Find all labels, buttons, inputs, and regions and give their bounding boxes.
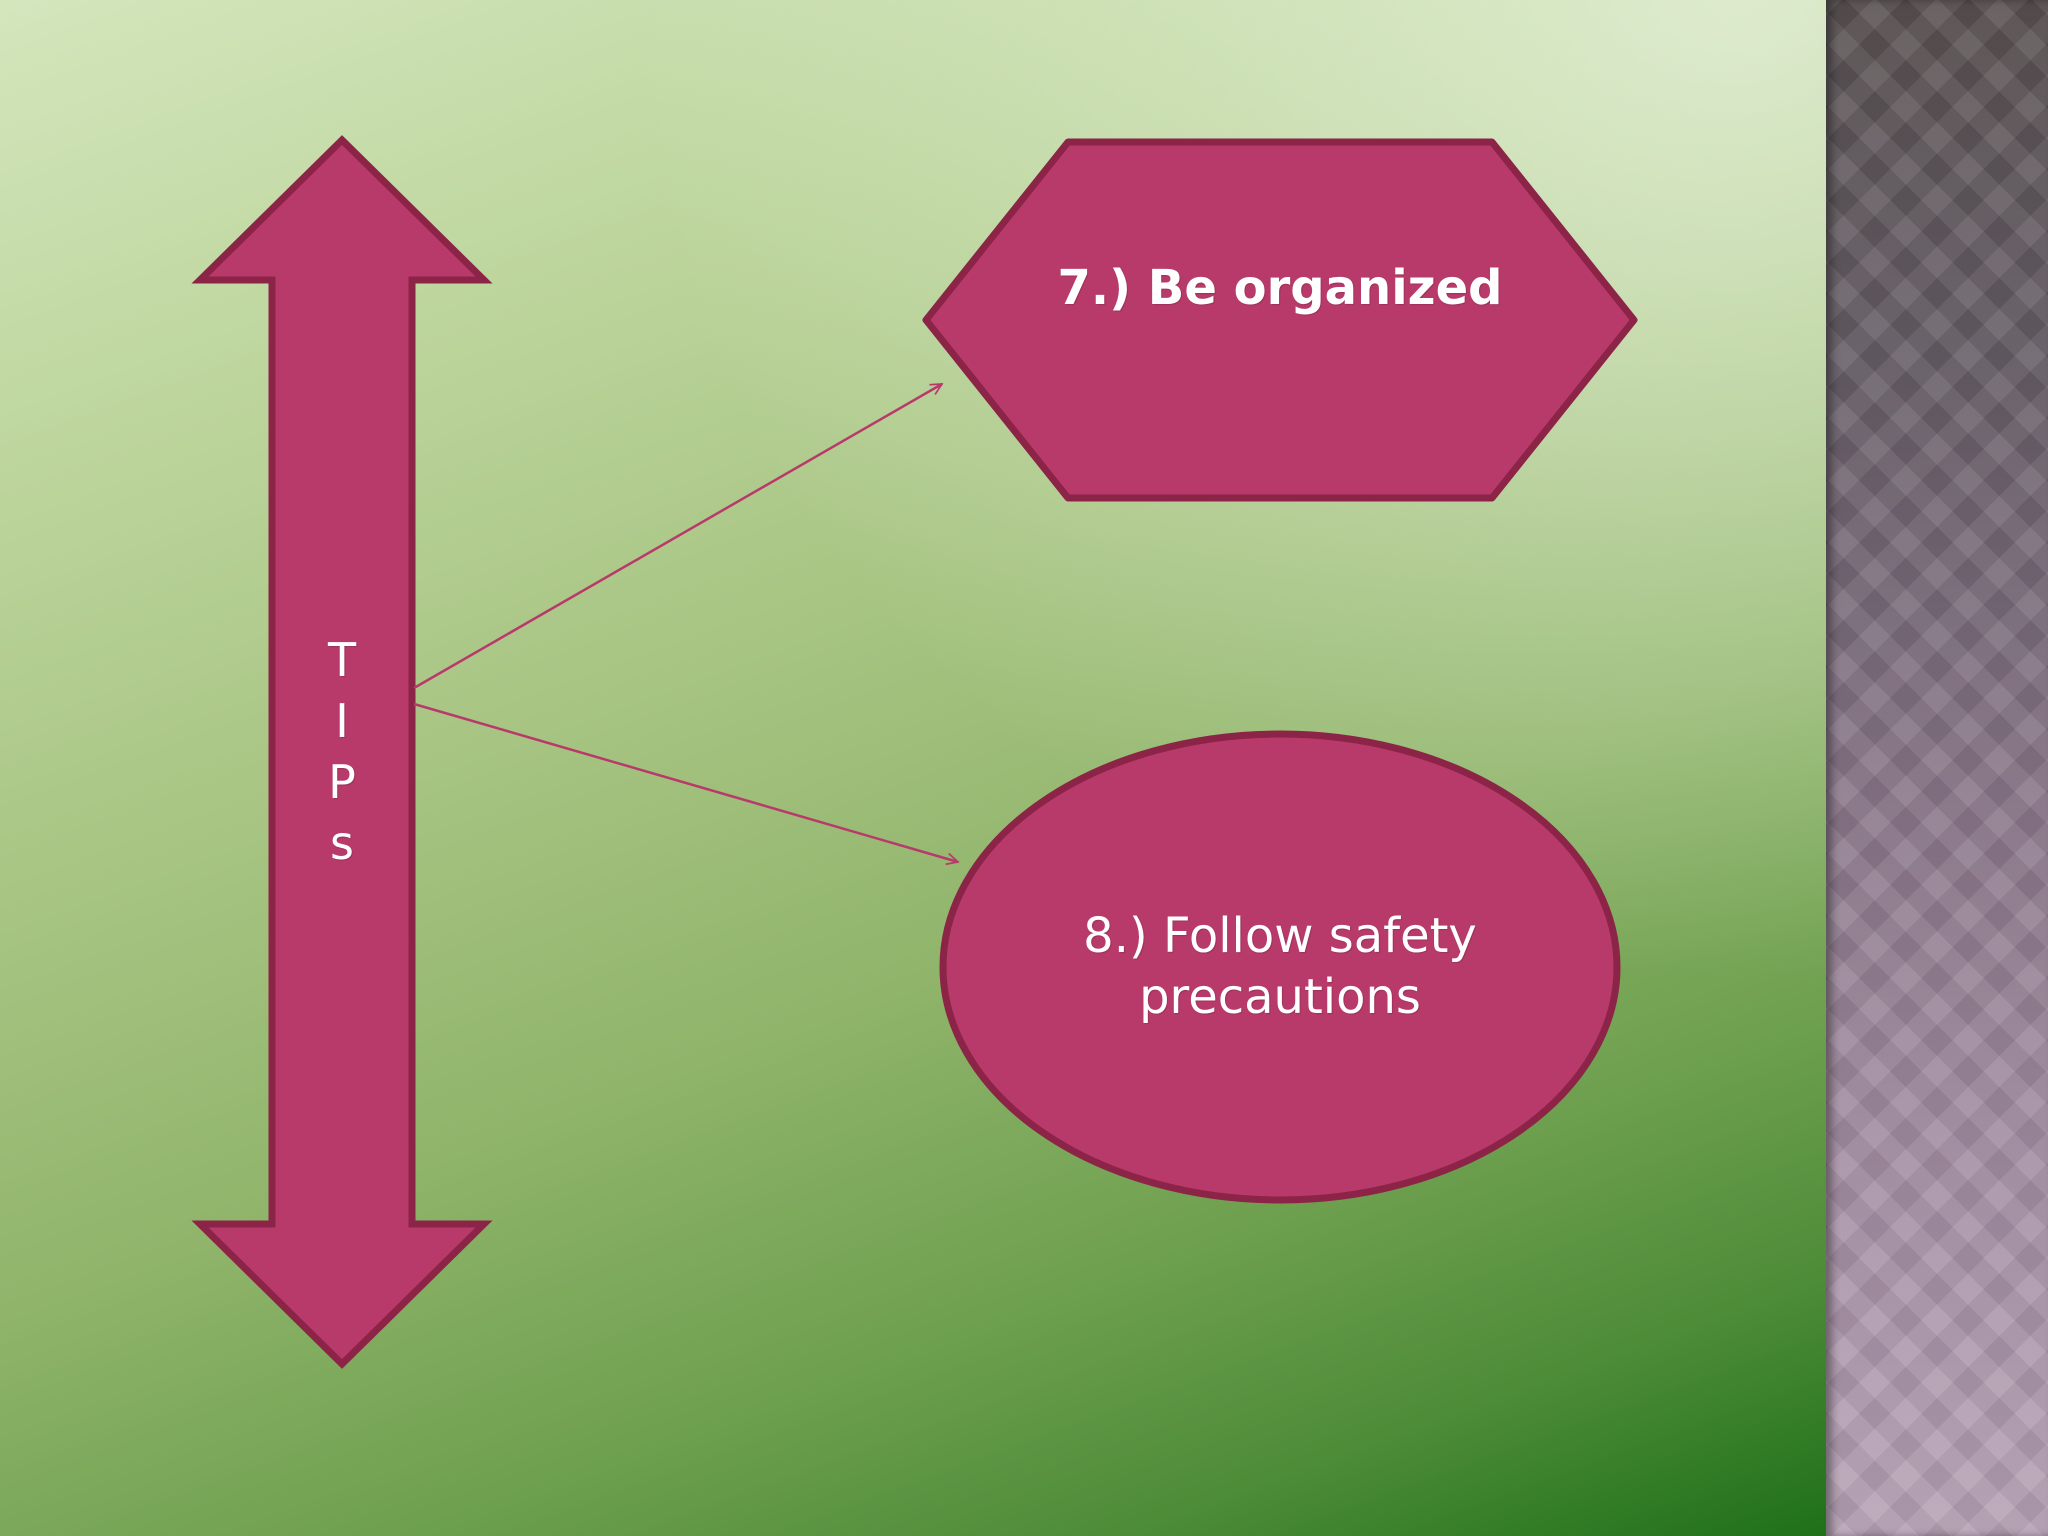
tip-7-label: 7.) Be organized: [1057, 260, 1503, 316]
ellipse-shape: [939, 730, 1621, 1204]
connector-to-ellipse: [413, 702, 958, 862]
tips-vertical-label: T I P s: [300, 630, 384, 874]
decorative-side-strip: [1826, 0, 2048, 1536]
tips-letter: I: [335, 694, 349, 748]
tip-8-label: 8.) Follow safety precautions: [1083, 908, 1477, 1025]
tips-double-arrow: [191, 135, 493, 1369]
tips-letter: T: [327, 633, 357, 687]
connector-to-hexagon: [413, 382, 942, 690]
tips-letter: s: [330, 816, 354, 870]
hexagon-shape: [922, 138, 1638, 502]
tips-letter: P: [328, 755, 356, 809]
